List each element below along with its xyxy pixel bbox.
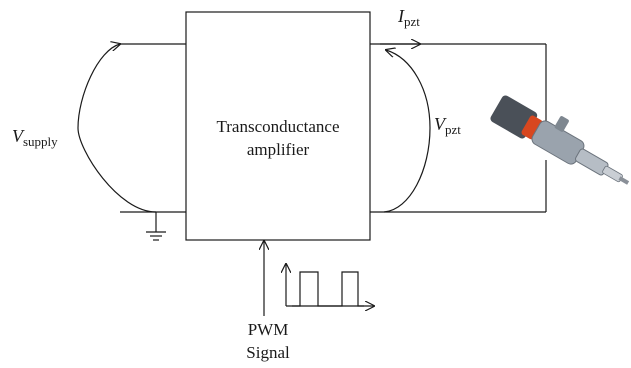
piezo-injector-icon xyxy=(490,95,630,185)
v-supply-arrow xyxy=(77,44,157,213)
v-supply-label: Vsupply xyxy=(12,126,58,149)
ground-icon xyxy=(146,212,166,241)
i-pzt-label: Ipzt xyxy=(397,6,420,29)
amplifier-box xyxy=(185,11,371,241)
pwm-label-line1: PWM xyxy=(248,320,289,339)
amplifier-label-line2: amplifier xyxy=(247,140,310,159)
v-pzt-label: Vpzt xyxy=(434,114,461,137)
v-pzt-arrow xyxy=(384,50,431,213)
pwm-waveform-icon xyxy=(286,264,374,306)
pwm-label-line2: Signal xyxy=(246,343,290,362)
amplifier-label-line1: Transconductance xyxy=(216,117,339,136)
